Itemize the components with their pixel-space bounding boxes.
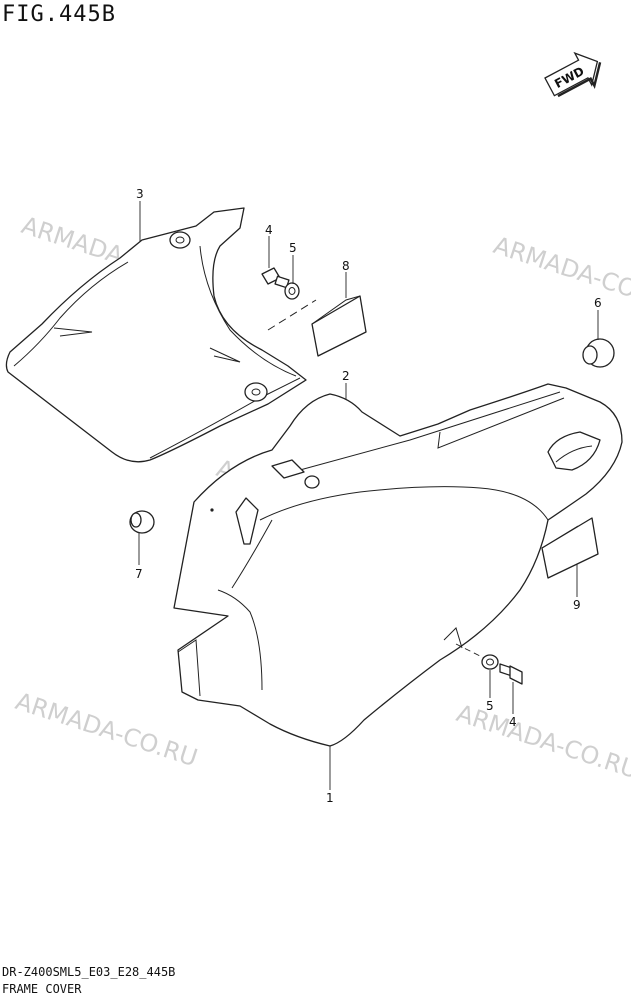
- grommet-large-icon: [582, 338, 615, 368]
- section-name: FRAME COVER: [2, 982, 82, 996]
- grommet-small-icon: [129, 510, 155, 534]
- callout-part-6: 6: [594, 296, 602, 310]
- callout-part-1: 1: [326, 791, 334, 805]
- washer-upper-icon: [284, 282, 300, 300]
- callout-part-9: 9: [573, 598, 581, 612]
- fwd-arrow-icon: FWD: [544, 51, 602, 98]
- callout-part-4-upper: 4: [265, 223, 273, 237]
- callout-part-7: 7: [135, 567, 143, 581]
- cushion-lower-icon: [541, 517, 599, 579]
- figure-title: FIG.445B: [2, 2, 116, 27]
- callout-part-8: 8: [342, 259, 350, 273]
- washer-lower-icon: [481, 654, 499, 670]
- callout-part-5-upper: 5: [289, 241, 297, 255]
- side-cover-panel: [5, 207, 307, 463]
- callout-part-3: 3: [136, 187, 144, 201]
- frame-cover: [173, 383, 623, 747]
- watermark-2: ARMADA-CO.RU: [490, 231, 631, 316]
- bolt-upper-icon: [261, 267, 290, 289]
- callout-part-2: 2: [342, 369, 350, 383]
- callouts: 3 2 4 5 8 6 7 9 5 4 1: [135, 187, 602, 805]
- callout-part-4-lower: 4: [509, 715, 517, 729]
- watermark-5: ARMADA-CO.RU: [453, 699, 631, 784]
- bolt-lower-icon: [499, 663, 523, 685]
- callout-part-5-lower: 5: [486, 699, 494, 713]
- model-code: DR-Z400SML5_E03_E28_445B: [2, 965, 176, 979]
- leader-lines: [138, 201, 599, 790]
- cushion-upper-icon: [267, 295, 367, 357]
- watermark-4: ARMADA-CO.RU: [12, 687, 201, 772]
